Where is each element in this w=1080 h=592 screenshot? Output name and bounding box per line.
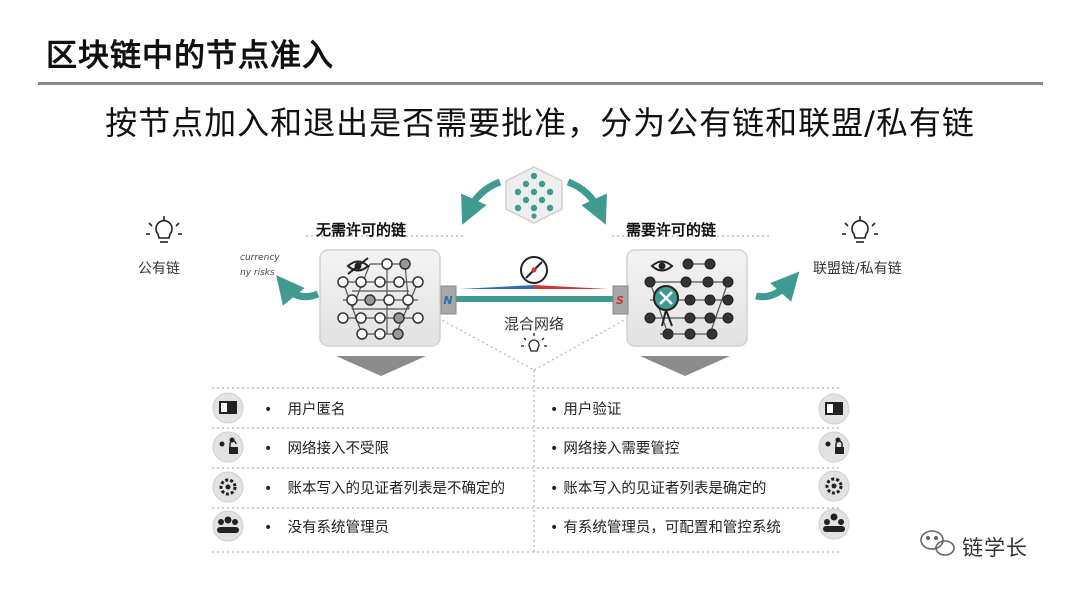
top-left-arrow <box>461 178 502 225</box>
title-divider <box>38 82 1043 85</box>
public-chain-label: 公有链 <box>138 261 180 277</box>
list-item-left-4: • 没有系统管理员 <box>264 520 390 536</box>
page-title: 区块链中的节点准入 <box>46 38 334 74</box>
hybrid-network-label: 混合网络 <box>504 315 565 333</box>
permissioned-chain-heading: 需要许可的链 <box>626 221 717 239</box>
lightbulb-icon-center <box>521 333 547 352</box>
list-item-right-2: • 网络接入需要管控 <box>550 441 680 457</box>
list-item-text: 有系统管理员，可配置和管控系统 <box>563 520 781 536</box>
permissionless-network-box <box>319 249 441 347</box>
eye-icon <box>650 260 674 272</box>
fragment-text-1: currency <box>240 253 280 263</box>
admin-icon <box>818 508 850 540</box>
list-item-text: 账本写入的见证者列表是不确定的 <box>287 481 506 497</box>
users-icon <box>212 510 244 542</box>
compass-icon <box>520 256 548 284</box>
watermark-text: 链学长 <box>962 536 1028 560</box>
list-item-left-1: • 用户匿名 <box>264 402 346 418</box>
lightbulb-icon-right <box>842 216 878 243</box>
south-pole-label: S <box>616 294 624 307</box>
gear-icon <box>818 470 850 502</box>
row-icons-left <box>212 392 244 542</box>
row-icons-right <box>818 393 850 540</box>
permissionless-chain-heading: 无需许可的链 <box>316 221 407 239</box>
admin-wrench-icon <box>653 285 679 327</box>
consortium-private-chain-label: 联盟链/私有链 <box>813 261 902 277</box>
id-card-icon <box>818 393 850 425</box>
list-item-right-1: • 用户验证 <box>550 402 622 418</box>
page-subtitle: 按节点加入和退出是否需要批准，分为公有链和联盟/私有链 <box>105 104 975 142</box>
list-item-left-2: • 网络接入不受限 <box>264 441 390 457</box>
network-unlocked-icon <box>212 431 244 463</box>
permissioned-network-box <box>626 249 748 347</box>
list-item-text: 网络接入不受限 <box>287 441 390 457</box>
gear-icon <box>212 471 244 503</box>
network-hexagon-icon <box>505 166 563 224</box>
list-item-left-3: • 账本写入的见证者列表是不确定的 <box>264 481 506 497</box>
lightbulb-icon-left <box>146 216 182 243</box>
top-right-arrow <box>566 178 607 225</box>
eye-slash-icon <box>346 257 370 275</box>
wechat-icon <box>920 530 955 556</box>
fragment-text-2: ny risks <box>240 268 275 278</box>
list-item-right-3: • 账本写入的见证者列表是确定的 <box>550 481 767 497</box>
north-pole-label: N <box>443 294 452 307</box>
right-funnel <box>640 356 730 376</box>
network-locked-icon <box>818 431 850 463</box>
list-item-text: 用户验证 <box>563 402 622 418</box>
list-item-text: 用户匿名 <box>287 402 346 418</box>
list-item-text: 账本写入的见证者列表是确定的 <box>563 481 767 497</box>
right-out-arrow <box>755 271 800 302</box>
id-card-icon <box>212 392 244 424</box>
list-item-text: 网络接入需要管控 <box>563 441 680 457</box>
list-item-text: 没有系统管理员 <box>287 520 390 536</box>
left-out-arrow <box>276 275 320 306</box>
list-item-right-4: • 有系统管理员，可配置和管控系统 <box>550 520 781 536</box>
left-funnel <box>336 356 426 376</box>
magnet-bar <box>440 285 629 315</box>
